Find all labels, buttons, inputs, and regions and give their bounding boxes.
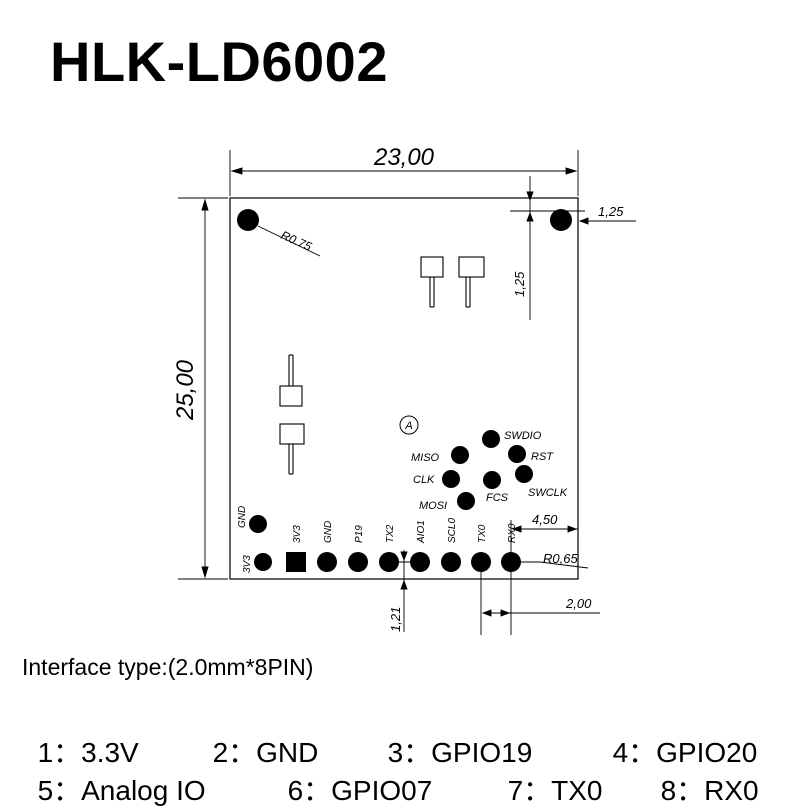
pin-4-desc: 4：GPIO20 [612,736,758,768]
mounting-hole-left [237,209,259,231]
marker-circle [399,415,419,435]
width-dimension-label: 23,00 [373,144,435,171]
mounting-hole-right [550,209,572,231]
pin-7-desc: 7：TX0 [507,774,603,806]
header-label-8: RX0 [507,523,518,543]
signal-label-mosi: MOSI [419,500,447,512]
header-pin-6 [441,552,461,572]
pin-6-desc: 6：GPIO07 [287,774,433,806]
pin-list-row-1: 1：3.3V 2：GND 3：GPIO19 4：GPIO20 [22,702,758,769]
hole-offset-y-label: 1,25 [512,271,527,297]
left-pad-3v3 [254,553,272,571]
hole-offset-x-label: 1,25 [598,204,624,219]
header-pin-2 [317,552,337,572]
pin-1-desc: 1：3.3V [37,736,139,768]
signal-pads [442,430,533,510]
header-label-5: AIO1 [416,520,427,544]
header-pin-3 [348,552,368,572]
hole-radius-leader [257,225,321,257]
height-dimension [178,197,228,580]
hole-radius-label: R0.75 [279,228,314,254]
signal-label-rst: RST [531,451,554,463]
header-pin-1 [286,552,306,572]
pin-2-desc: 2：GND [212,736,319,768]
header-label-2: GND [323,521,334,543]
height-dimension-label: 25,00 [172,359,199,421]
left-pad-label-gnd: GND [237,506,248,528]
signal-label-swdio: SWDIO [504,430,542,442]
width-dimension [229,150,579,196]
left-pad-gnd [249,515,267,533]
header-label-1: 3V3 [292,525,303,543]
pin-dimensions [380,520,600,635]
header-label-6: SCL0 [447,518,458,543]
header-label-4: TX2 [385,524,396,543]
board-outline [229,197,579,580]
hole-offset-dimensions [510,176,636,320]
page-title: HLK-LD6002 [50,30,388,93]
interface-type-title: Interface type:(2.0mm*8PIN) [22,654,314,680]
left-pad-label-3v3: 3V3 [242,555,253,573]
signal-label-fcs: FCS [486,492,509,504]
antenna-pads-left [279,354,305,475]
header-label-7: TX0 [477,524,488,543]
signal-label-clk: CLK [413,474,435,486]
pad-radius-label: R0,65 [543,551,578,566]
pin-8-desc: 8：RX0 [660,774,759,806]
antenna-pads-top [420,256,485,308]
header-label-3: P19 [354,525,365,543]
pin-offset-y-label: 1,21 [388,607,403,632]
header-pin-7 [471,552,491,572]
marker-label: A [404,420,412,432]
pin-list-row-2: 5：Analog IO 6：GPIO07 7：TX0 8：RX0 [22,740,759,807]
signal-label-miso: MISO [411,452,440,464]
pin-pitch-label: 2,00 [565,596,592,611]
header-pin-5 [410,552,430,572]
pin-offset-x-label: 4,50 [532,512,558,527]
pin-5-desc: 5：Analog IO [37,774,206,806]
pin-3-desc: 3：GPIO19 [387,736,533,768]
signal-label-swclk: SWCLK [528,487,568,499]
